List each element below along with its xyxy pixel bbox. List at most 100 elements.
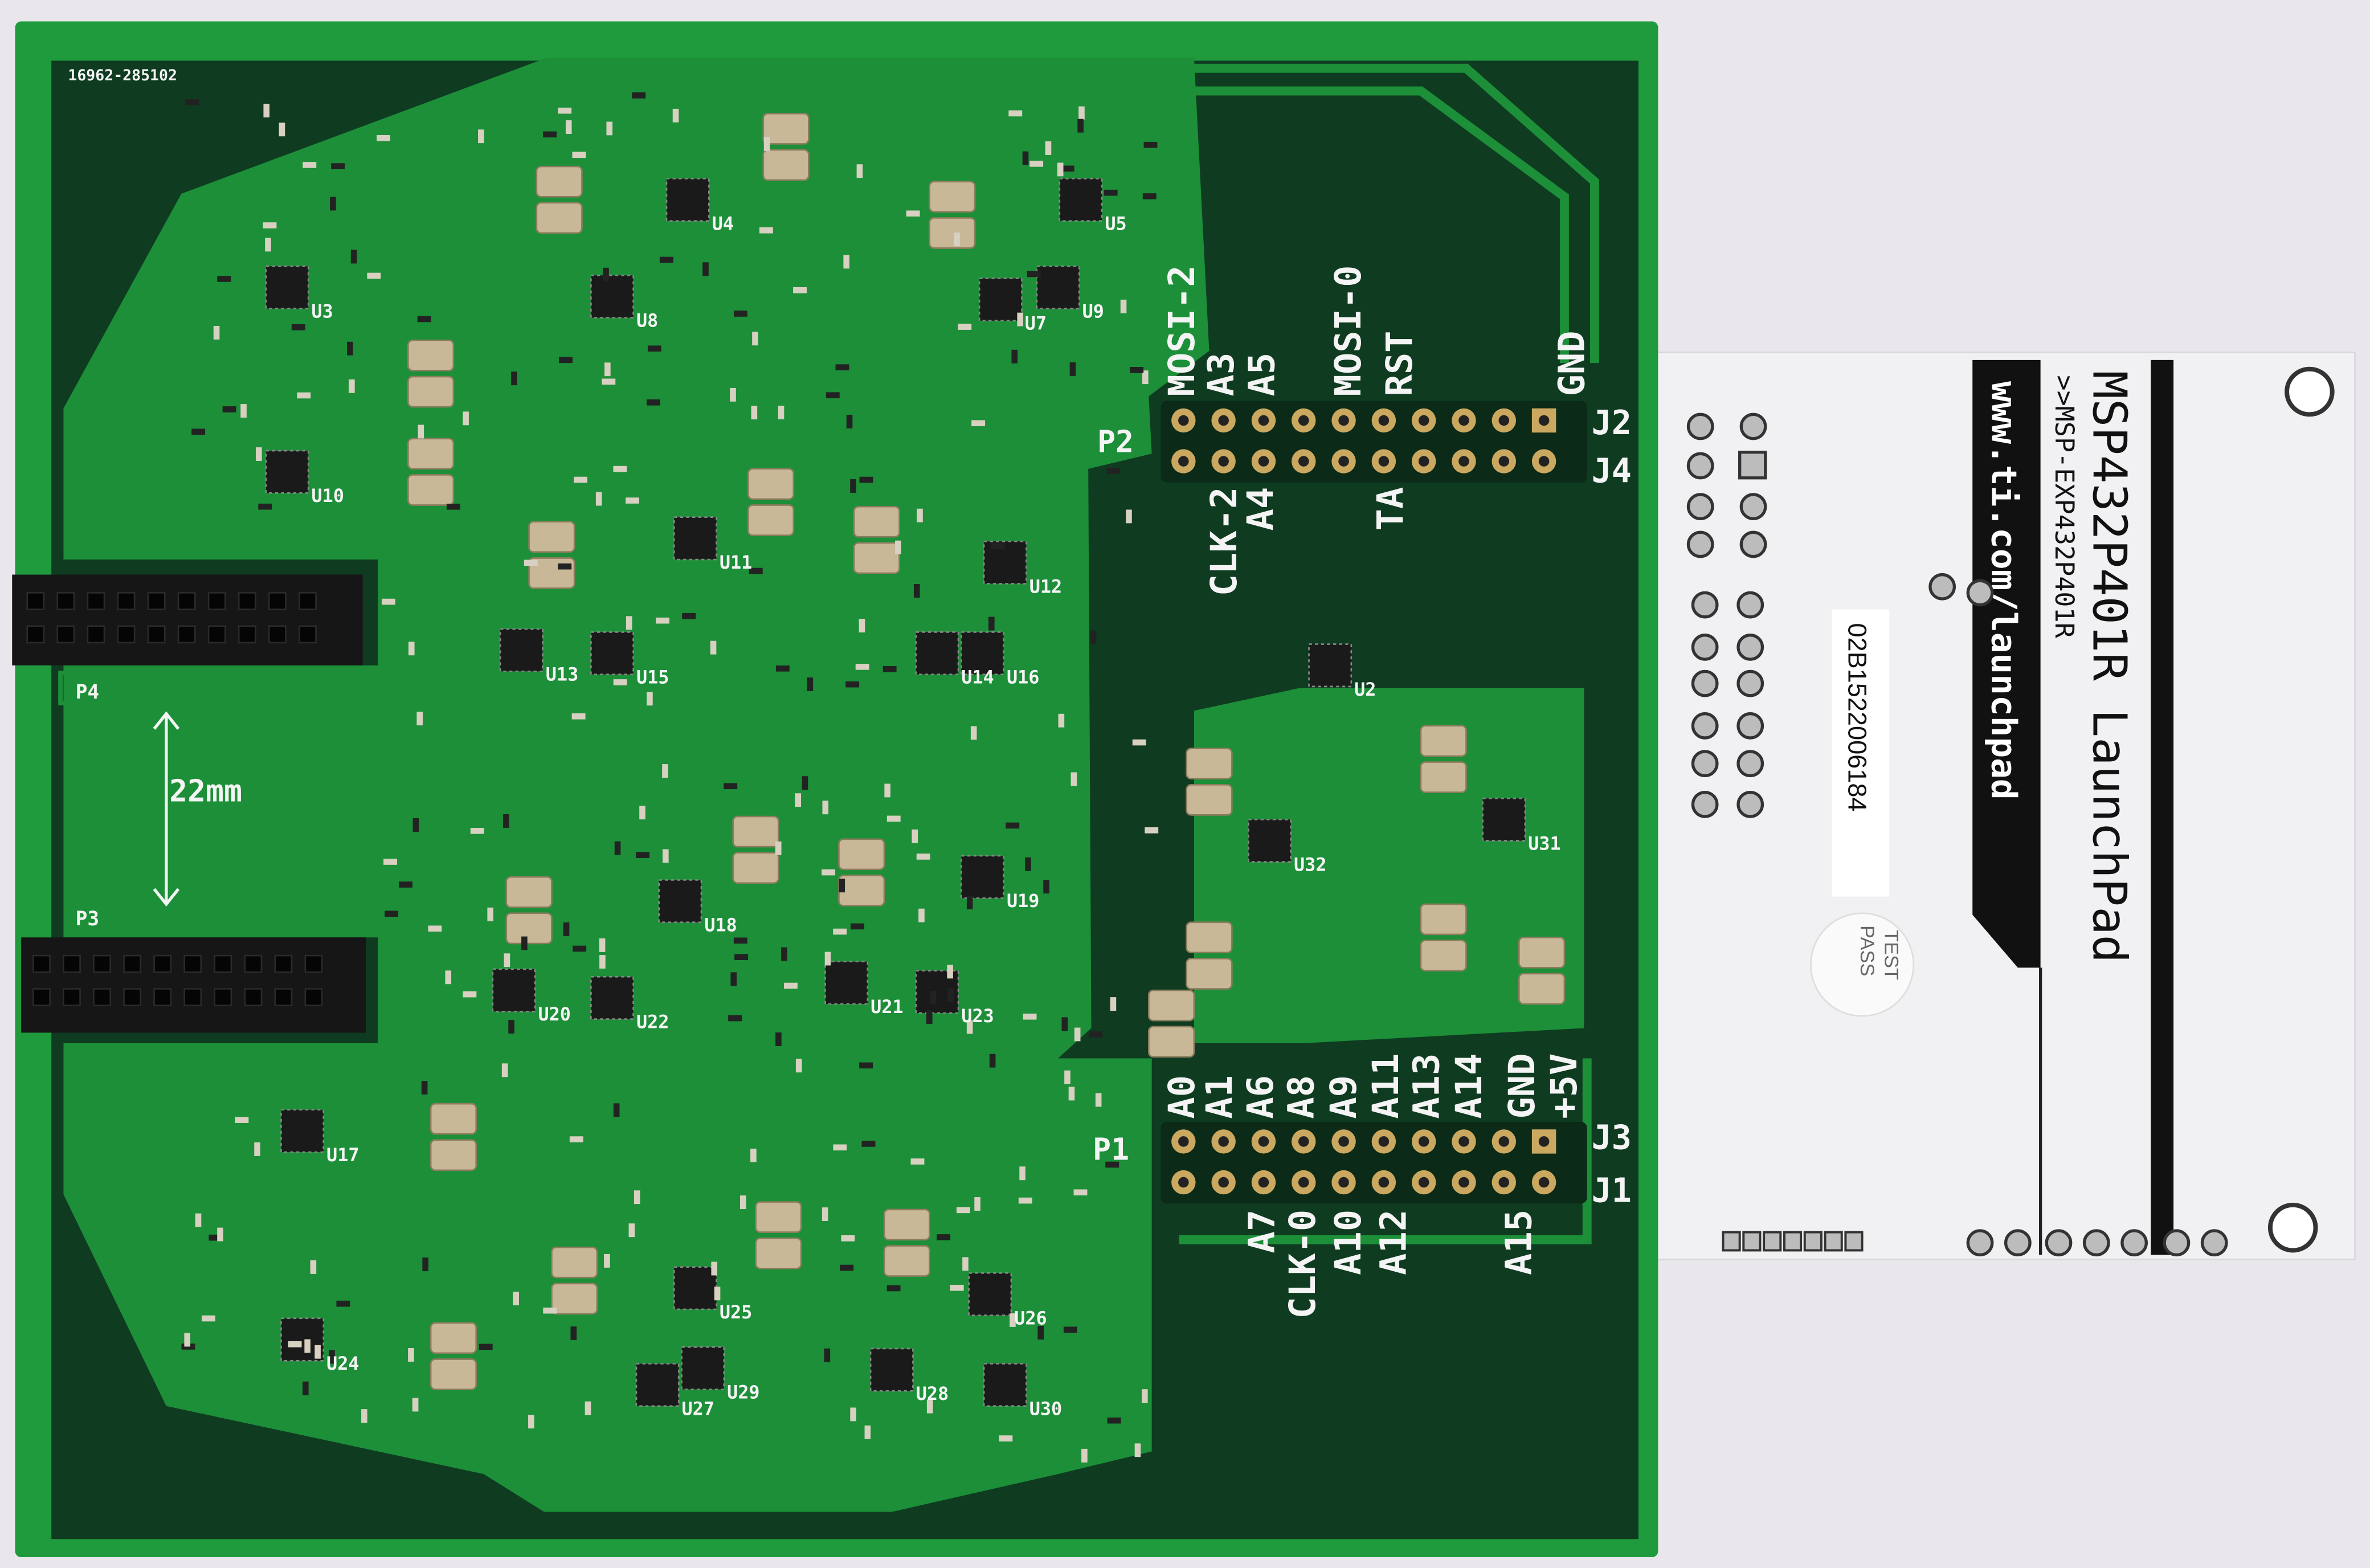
- passive: [1011, 349, 1018, 364]
- socket-hole: [63, 988, 81, 1006]
- ic-chip: [983, 540, 1027, 585]
- passive: [845, 681, 860, 688]
- passive: [604, 1253, 610, 1268]
- passive: [734, 311, 747, 317]
- capacitor: [1148, 1026, 1195, 1058]
- capacitor: [1518, 936, 1566, 969]
- ic-chip: [968, 1272, 1012, 1316]
- passive: [1008, 110, 1023, 117]
- ic-u32: U32: [1294, 854, 1327, 876]
- ic-chip: [265, 266, 309, 309]
- passive: [288, 1341, 302, 1348]
- passive: [1089, 1031, 1103, 1038]
- passive: [783, 982, 798, 989]
- ic-chip: [824, 961, 869, 1005]
- ic-u26: U26: [1014, 1307, 1047, 1329]
- pin-label: A10: [1327, 1210, 1370, 1275]
- passive: [222, 406, 236, 413]
- launchpad-pin: [1966, 579, 1994, 607]
- ic-u14: U14: [961, 667, 994, 688]
- capacitor: [853, 542, 900, 574]
- pin-label: RST: [1379, 331, 1421, 397]
- ic-u16: U16: [1007, 667, 1040, 688]
- passive: [240, 404, 247, 418]
- socket-hole: [274, 988, 293, 1006]
- passive: [513, 1292, 519, 1306]
- header-p4[interactable]: [12, 574, 363, 665]
- passive: [882, 666, 897, 672]
- passive: [763, 137, 770, 151]
- passive: [347, 341, 353, 356]
- socket-hole: [268, 592, 287, 610]
- socket-hole: [87, 592, 105, 610]
- socket-hole: [183, 988, 202, 1006]
- socket-hole: [32, 954, 51, 973]
- pin-label: TA: [1370, 487, 1412, 531]
- passive: [291, 324, 305, 330]
- pin-label: GND: [1501, 1054, 1543, 1119]
- passive: [421, 1081, 428, 1095]
- capacitor: [505, 912, 553, 945]
- socket-hole: [87, 625, 105, 644]
- ic-u18: U18: [704, 914, 737, 936]
- passive: [1018, 1197, 1032, 1204]
- capacitor: [755, 1237, 802, 1269]
- capacitor: [929, 217, 976, 249]
- passive: [463, 411, 469, 426]
- passive: [850, 479, 856, 493]
- passive: [970, 726, 977, 740]
- passive: [662, 764, 668, 778]
- passive: [602, 378, 616, 385]
- capacitor: [536, 165, 583, 198]
- passive: [408, 1348, 414, 1362]
- passive: [599, 955, 606, 969]
- passive: [833, 1144, 847, 1151]
- passive: [840, 1264, 854, 1271]
- ic-chip: [681, 1346, 725, 1390]
- ic-u5: U5: [1105, 213, 1126, 235]
- socket-hole: [117, 592, 136, 610]
- socket-hole: [214, 954, 232, 973]
- passive: [329, 1350, 335, 1364]
- passive: [1045, 141, 1052, 155]
- socket-hole: [147, 625, 166, 644]
- passive: [947, 988, 954, 1002]
- passive: [1060, 165, 1074, 172]
- passive: [1037, 1326, 1044, 1340]
- passive: [926, 1010, 933, 1024]
- capacitor: [755, 1201, 802, 1233]
- passive: [1141, 1389, 1148, 1403]
- passive: [217, 1227, 223, 1242]
- passive: [470, 827, 484, 834]
- pin-label: A12: [1372, 1210, 1415, 1275]
- passive: [565, 120, 572, 134]
- board-serial: 16962-285102: [68, 67, 177, 84]
- passive: [912, 829, 918, 843]
- launchpad-pin: [1686, 413, 1714, 440]
- header-p3[interactable]: [21, 937, 366, 1033]
- passive: [559, 357, 573, 364]
- capacitor: [407, 474, 455, 506]
- pin-label: A15: [1498, 1210, 1540, 1275]
- passive: [950, 1284, 964, 1291]
- passive: [1068, 1087, 1075, 1101]
- launchpad-subtitle: >>MSP-EXP432P401R: [2049, 375, 2079, 638]
- passive: [303, 1381, 309, 1395]
- passive: [778, 406, 784, 419]
- ic-u28: U28: [916, 1383, 949, 1404]
- launchpad-pin: [1739, 413, 1767, 440]
- passive: [1006, 822, 1020, 829]
- passive: [428, 925, 442, 932]
- ic-chip: [635, 1363, 680, 1407]
- passive: [859, 1062, 873, 1069]
- pin-label: A13: [1406, 1054, 1448, 1119]
- ic-chip: [590, 975, 634, 1020]
- passive: [349, 379, 355, 393]
- ic-chip: [1482, 797, 1526, 842]
- launchpad-pin: [1691, 634, 1719, 661]
- capacitor: [762, 113, 810, 145]
- ic-u31: U31: [1528, 832, 1561, 854]
- passive: [775, 665, 790, 672]
- capacitor: [747, 468, 795, 500]
- passive: [445, 970, 452, 985]
